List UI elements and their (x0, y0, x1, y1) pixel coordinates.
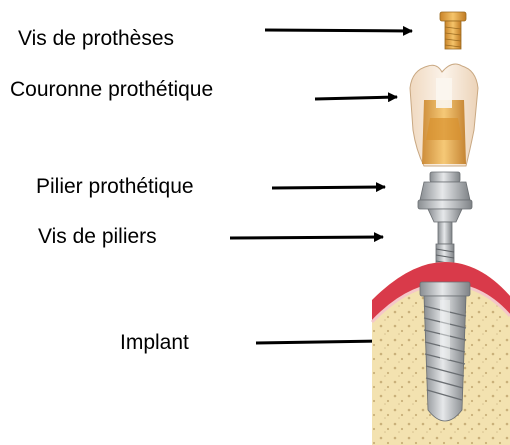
arrow-abutment-screw (230, 237, 383, 238)
prosthesis-screw-icon (440, 12, 466, 49)
arrow-implant (256, 341, 383, 343)
crown-icon (410, 64, 478, 166)
implant-icon (420, 282, 470, 421)
arrow-abutment (272, 187, 385, 188)
arrow-crown (315, 97, 397, 99)
arrow-prosthesis-screw (265, 30, 412, 31)
abutment-icon (418, 172, 472, 222)
